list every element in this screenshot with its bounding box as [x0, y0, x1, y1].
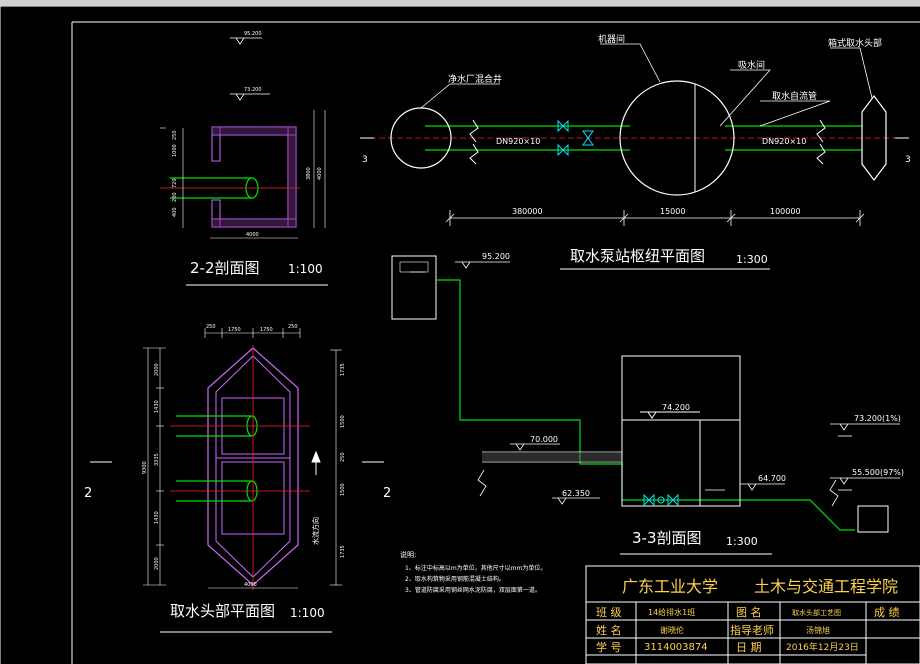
hp-dim-left-1: 2000 [154, 363, 160, 376]
tb-name-label: 姓 名 [596, 623, 622, 637]
tb-id-value: 3114003874 [644, 642, 708, 653]
s22-scale: 1:100 [288, 262, 323, 276]
tb-drawing-value: 取水头部工艺图 [792, 608, 841, 617]
plan-title: 取水泵站枢纽平面图 [570, 247, 705, 265]
hp-dim-left-2: 1430 [154, 400, 160, 413]
s33-elev-top: 95.200 [482, 252, 510, 261]
s33-elev-high-water: 73.200(1%) [854, 414, 901, 423]
plan-scale: 1:300 [736, 253, 768, 266]
flow-arrow-icon [311, 450, 321, 475]
tb-class-value: 14给排水1班 [648, 607, 695, 617]
hp-dim-top-3: 1750 [260, 327, 273, 333]
hp-dim-left-5: 2000 [154, 557, 160, 570]
label-pipe-left: DN920×10 [496, 137, 540, 146]
plan-view: 3 3 净水厂混合井 机器间 吸水间 箱式取水头部 取水自流管 DN920×10… [360, 33, 911, 270]
label-pump-house: 机器间 [598, 33, 625, 45]
s22-dim-left-1: 250 [172, 130, 178, 140]
hp-title: 取水头部平面图 [170, 602, 275, 620]
tb-date-value: 2016年12月23日 [786, 641, 859, 653]
hp-dim-left-4: 1430 [154, 511, 160, 524]
notes-item-3: 3、管道防腐采用钢丝网水泥防腐，双层面第一道。 [405, 586, 541, 594]
section-2-2: 95.200 73.200 250 [160, 31, 328, 286]
hp-section-mark-right: 2 [383, 486, 391, 501]
hp-dim-total: 9300 [142, 461, 148, 474]
s22-dim-left-3: 720 [172, 178, 178, 188]
s22-top-elev: 95.200 [244, 31, 262, 37]
label-intake-head: 箱式取水头部 [828, 37, 882, 49]
hp-section-mark-left: 2 [84, 486, 92, 501]
label-suction-well: 吸水间 [738, 59, 765, 71]
hp-dim-top-1: 250 [206, 324, 216, 330]
tb-grade-label: 成 绩 [874, 606, 900, 619]
s22-dim-left-4: 200 [172, 192, 178, 202]
s22-title: 2-2剖面图 [190, 259, 260, 277]
hp-dim-right-1: 1735 [340, 363, 346, 376]
label-mixing-well: 净水厂混合井 [448, 73, 502, 85]
s22-dim-bottom: 4000 [246, 232, 259, 238]
plan-dim-1: 380000 [512, 207, 543, 216]
s33-elev-ground: 70.000 [530, 435, 558, 444]
section-3-3: 95.200 70.000 74.200 [391, 252, 904, 555]
tb-school: 广东工业大学 [622, 577, 718, 596]
label-gravity-pipe: 取水自流管 [772, 90, 817, 102]
title-block: 广东工业大学 土木与交通工程学院 班 级 14给排水1班 图 名 取水头部工艺图… [585, 565, 920, 664]
tb-id-label: 学 号 [596, 640, 622, 654]
hp-dim-right-2: 1500 [340, 415, 346, 428]
tb-college: 土木与交通工程学院 [754, 577, 898, 596]
toolbar-strip [0, 0, 920, 6]
tb-drawing-label: 图 名 [736, 605, 762, 619]
intake-head-plan: 250 1750 1750 250 [84, 324, 391, 633]
s22-dim-left-5: 400 [172, 207, 178, 217]
s33-scale: 1:300 [726, 535, 758, 548]
s33-elev-pipe: 64.700 [758, 474, 786, 483]
s22-dim-left-2: 1000 [172, 144, 178, 157]
plan-section-mark-right: 3 [905, 155, 911, 165]
s33-elev-pump-floor: 74.200 [662, 403, 690, 412]
notes-item-1: 1、标注中标高以m为单位，其他尺寸以mm为单位。 [405, 564, 546, 572]
hp-dim-top-2: 1750 [228, 327, 241, 333]
hp-dim-right-3: 250 [340, 452, 346, 462]
hp-dim-bottom: 4000 [244, 582, 257, 588]
s22-dim-right: 3800 [306, 167, 312, 180]
notes-item-2: 2、取水构筑物采用钢筋混凝土结构。 [405, 575, 505, 583]
hp-dim-right-4: 1500 [340, 483, 346, 496]
hp-dim-left-3: 3335 [154, 453, 160, 466]
s33-elev-bottom: 62.350 [562, 489, 590, 498]
hp-flow-label: 水流方向 [311, 517, 320, 545]
notes: 说明: 1、标注中标高以m为单位，其他尺寸以mm为单位。 2、取水构筑物采用钢筋… [400, 550, 546, 594]
hp-dim-top-4: 250 [288, 324, 298, 330]
label-pipe-right: DN920×10 [762, 137, 806, 146]
s33-title: 3-3剖面图 [632, 529, 702, 547]
hp-scale: 1:100 [290, 606, 325, 620]
tb-name-value: 谢晓伦 [660, 625, 684, 635]
hp-dim-right-5: 1735 [340, 545, 346, 558]
s22-dim-right2: 4000 [317, 167, 323, 180]
notes-heading: 说明: [400, 550, 416, 559]
s22-mid-elev: 73.200 [244, 87, 262, 93]
s33-elev-low-water: 55.500(97%) [852, 468, 904, 477]
plan-dim-3: 100000 [770, 207, 801, 216]
plan-dim-2: 15000 [660, 207, 685, 216]
tb-advisor-label: 指导老师 [730, 623, 774, 637]
plan-section-mark-left: 3 [362, 155, 368, 165]
tb-advisor-value: 汤锦旭 [806, 625, 830, 635]
tb-date-label: 日 期 [736, 641, 762, 654]
tb-class-label: 班 级 [596, 606, 622, 619]
